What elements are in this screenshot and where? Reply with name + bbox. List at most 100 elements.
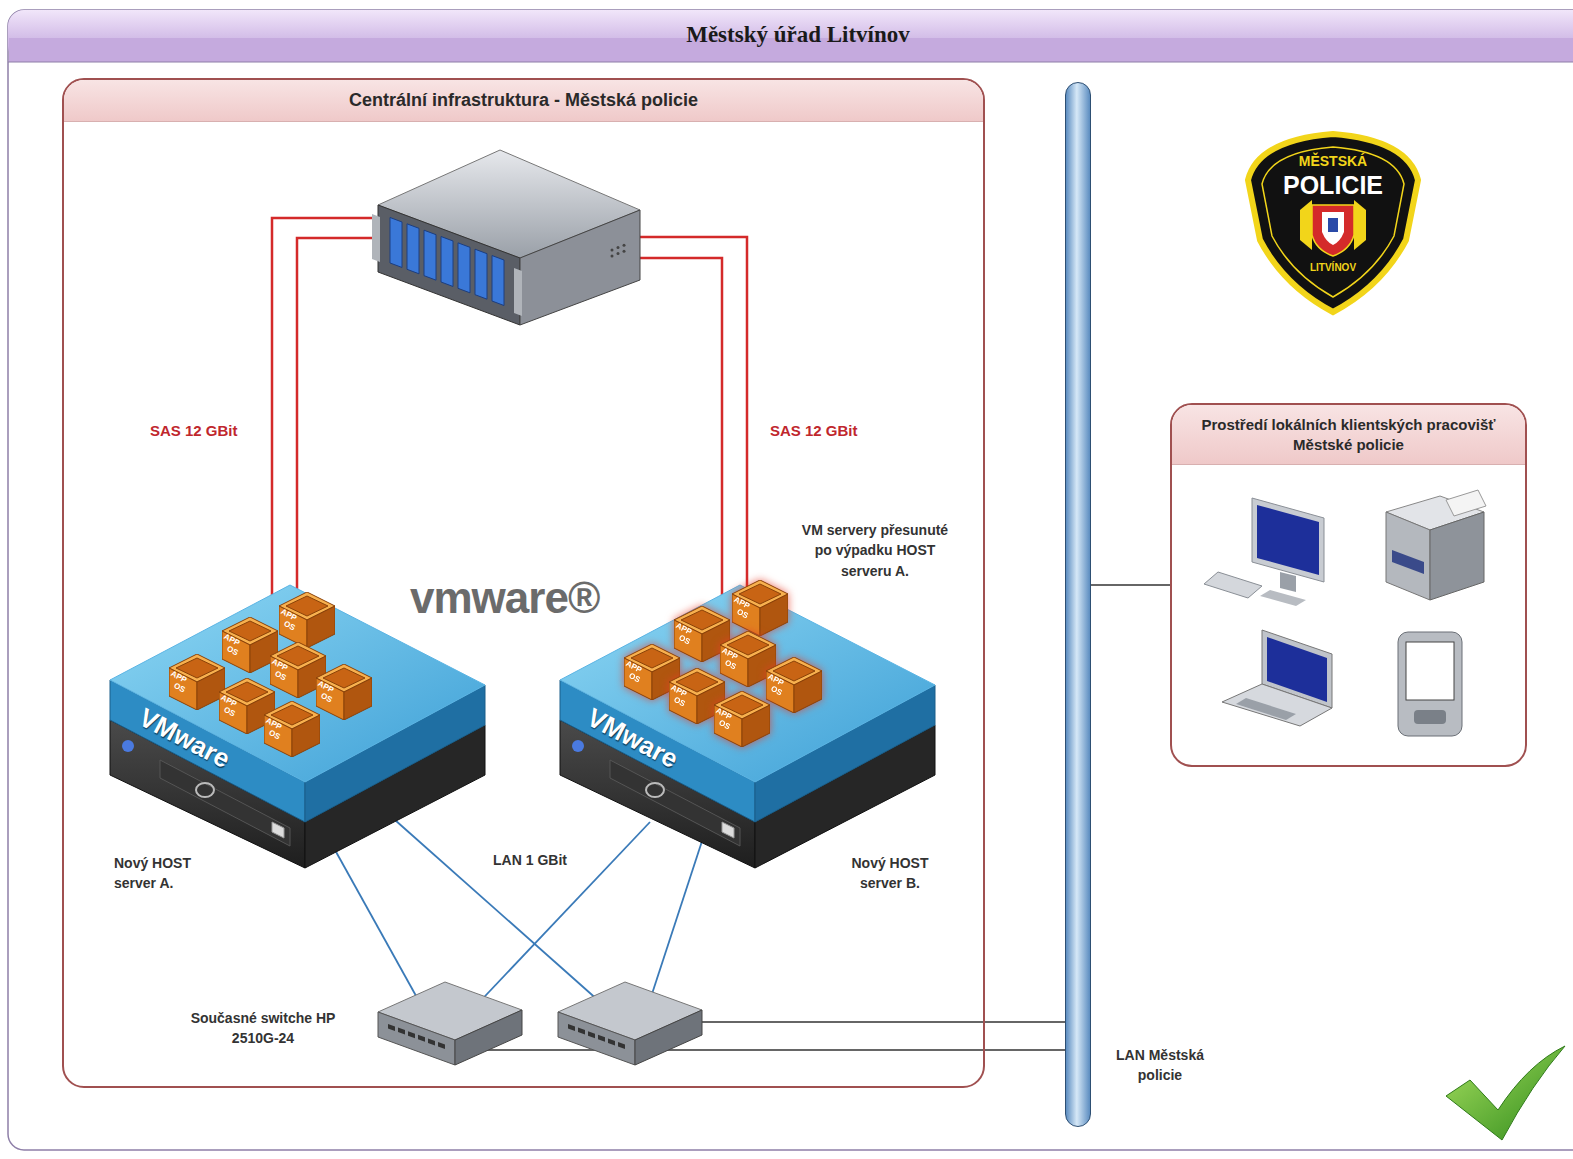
workstation-icons bbox=[1260, 590, 1306, 606]
drive-bay bbox=[458, 243, 470, 293]
drive-slot bbox=[610, 760, 740, 846]
vm-face bbox=[229, 621, 271, 641]
switch-uplinks bbox=[455, 1049, 1065, 1051]
police-badge bbox=[1300, 200, 1312, 250]
switch-side bbox=[635, 1010, 702, 1065]
virtual-machine: APPOS bbox=[732, 580, 788, 636]
storage-array bbox=[372, 214, 380, 262]
workstation-icons bbox=[1392, 550, 1424, 574]
drive-bay bbox=[424, 230, 436, 280]
vm-face bbox=[176, 658, 218, 678]
cable-label: LAN 1 GBit bbox=[484, 852, 576, 869]
vendor-name: VMware bbox=[582, 702, 683, 775]
switch-port bbox=[388, 1024, 395, 1031]
vm-face bbox=[323, 668, 365, 688]
server-lock bbox=[196, 783, 214, 797]
vm-face bbox=[271, 705, 313, 725]
vm-face bbox=[277, 646, 319, 666]
switch-port bbox=[418, 1035, 425, 1042]
network-link bbox=[1091, 584, 1170, 586]
sas-cables bbox=[636, 258, 722, 600]
cable-label: SAS 12 GBit bbox=[150, 422, 260, 440]
vm-face bbox=[676, 672, 718, 692]
lan-cables bbox=[395, 820, 600, 1002]
virtual-machine: APPOS bbox=[316, 664, 372, 720]
switch-port bbox=[578, 1028, 585, 1035]
sas-cables bbox=[636, 237, 747, 600]
virtual-machine: APPOS bbox=[279, 592, 335, 648]
vm-face bbox=[226, 682, 268, 702]
switch-uplinks bbox=[700, 1021, 1065, 1023]
outer-frame bbox=[8, 10, 1573, 1150]
host-server-b bbox=[560, 585, 935, 868]
usb-port bbox=[272, 822, 284, 838]
lan-bus: LAN Městská policie bbox=[1065, 82, 1091, 1127]
police-badge bbox=[1322, 212, 1344, 245]
outer-frame bbox=[8, 62, 1573, 63]
lan-cables bbox=[650, 832, 705, 1000]
vent-hole bbox=[611, 249, 614, 252]
workstation-icons bbox=[1257, 505, 1319, 575]
check-mark bbox=[1446, 1046, 1565, 1140]
callout-note: VM servery přesunuté po výpadku HOST ser… bbox=[800, 520, 950, 581]
workstation-icons bbox=[1280, 572, 1296, 592]
drive-bay bbox=[407, 224, 419, 274]
vendor-logo: vmware® bbox=[410, 572, 650, 625]
switch-port bbox=[608, 1038, 615, 1045]
vent-hole bbox=[617, 246, 620, 249]
lan-cables bbox=[335, 850, 425, 1012]
switch-port bbox=[588, 1031, 595, 1038]
workstation-icons bbox=[1406, 642, 1454, 700]
police-badge bbox=[1248, 134, 1418, 312]
bus-label: LAN Městská policie bbox=[1100, 1045, 1220, 1086]
drive-bay bbox=[475, 249, 487, 299]
vm-face bbox=[739, 584, 781, 604]
police-badge bbox=[1354, 200, 1366, 250]
host-server-a bbox=[110, 585, 485, 868]
police-badge bbox=[1328, 218, 1338, 232]
switch-side bbox=[455, 1010, 522, 1065]
workstation-icons bbox=[1236, 698, 1296, 720]
virtual-machine: APPOS bbox=[714, 691, 770, 747]
switch bbox=[558, 982, 702, 1065]
switch-port bbox=[568, 1024, 575, 1031]
check-mark bbox=[1446, 1046, 1565, 1140]
workstation-icons bbox=[1430, 512, 1484, 600]
vm-face bbox=[721, 695, 763, 715]
storage-array bbox=[520, 210, 640, 325]
switch-port bbox=[438, 1042, 445, 1049]
switch-port bbox=[398, 1028, 405, 1035]
usb-port bbox=[722, 822, 734, 838]
vm-face bbox=[286, 596, 328, 616]
workstation-icons bbox=[1446, 490, 1486, 516]
workstation-icons bbox=[1252, 498, 1324, 582]
vent-hole bbox=[611, 255, 614, 258]
sas-cables bbox=[297, 238, 380, 600]
drive-bay bbox=[390, 217, 402, 267]
switch-uplinks bbox=[455, 1022, 1065, 1050]
host-label: Nový HOST server B. bbox=[835, 854, 945, 893]
vm-face bbox=[681, 610, 723, 630]
switch bbox=[378, 982, 522, 1065]
workstation-icons bbox=[1204, 490, 1486, 736]
workstation-icons bbox=[1222, 684, 1332, 726]
workstation-icons bbox=[1414, 710, 1446, 724]
vent-hole bbox=[623, 244, 626, 247]
virtual-machine: APPOS bbox=[264, 701, 320, 757]
storage-array bbox=[514, 268, 522, 316]
outer-frame bbox=[8, 10, 1573, 62]
virtual-machine: APPOS bbox=[169, 654, 225, 710]
badge-text: MĚSTSKÁ bbox=[1273, 153, 1393, 170]
vm-face bbox=[727, 635, 769, 655]
drive-bay bbox=[441, 236, 453, 286]
page-title: Městský úřad Litvínov bbox=[8, 22, 1573, 48]
switch-port bbox=[428, 1038, 435, 1045]
drive-slot bbox=[160, 760, 290, 846]
lan-cables bbox=[335, 820, 705, 1012]
group-heading: Centrální infrastruktura - Městská polic… bbox=[64, 80, 983, 122]
power-button bbox=[572, 740, 584, 752]
badge-text: POLICIE bbox=[1263, 170, 1403, 200]
vent-hole bbox=[623, 250, 626, 253]
virtual-machine: APPOS bbox=[766, 657, 822, 713]
